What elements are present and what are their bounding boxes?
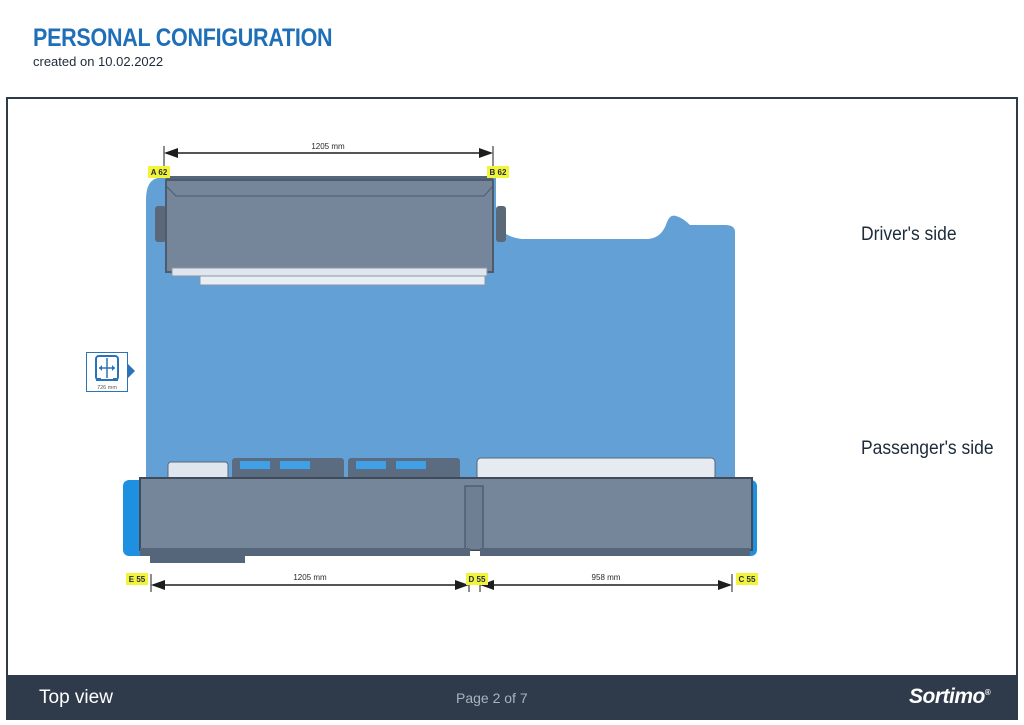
- tag-b62: B 62: [490, 168, 507, 177]
- page-footer: Top view Page 2 of 7 Sortimo®: [6, 675, 1018, 720]
- tag-c55: C 55: [739, 575, 756, 584]
- tag-e55: E 55: [129, 575, 146, 584]
- upper-shelf-unit: [155, 176, 506, 286]
- tag-d55: D 55: [469, 575, 486, 584]
- drivers-side-label: Driver's side: [861, 224, 957, 245]
- bottom-right-dimension-text: 958 mm: [592, 573, 621, 582]
- tag-a62: A 62: [151, 168, 168, 177]
- top-dimension: [163, 146, 494, 172]
- view-label: Top view: [39, 687, 113, 708]
- top-dimension-text: 1205 mm: [311, 142, 345, 151]
- page-indicator: Page 2 of 7: [456, 690, 528, 706]
- passengers-side-label: Passenger's side: [861, 438, 994, 459]
- bottom-left-dimension-text: 1205 mm: [293, 573, 327, 582]
- brand-logo: Sortimo®: [909, 685, 991, 709]
- vehicle-width-text: 726 mm: [97, 385, 117, 391]
- brand-registered-mark: ®: [984, 688, 991, 697]
- direction-arrow-icon: [128, 364, 135, 378]
- lower-shelf-unit: [123, 457, 757, 563]
- brand-name: Sortimo: [909, 685, 985, 708]
- van-rear-icon: 726 mm: [95, 355, 119, 391]
- vehicle-width-icon: 726 mm: [86, 352, 128, 392]
- page-title: PERSONAL CONFIGURATION: [33, 24, 333, 52]
- bottom-dimension-lines: [150, 574, 733, 592]
- created-date: created on 10.02.2022: [33, 54, 164, 69]
